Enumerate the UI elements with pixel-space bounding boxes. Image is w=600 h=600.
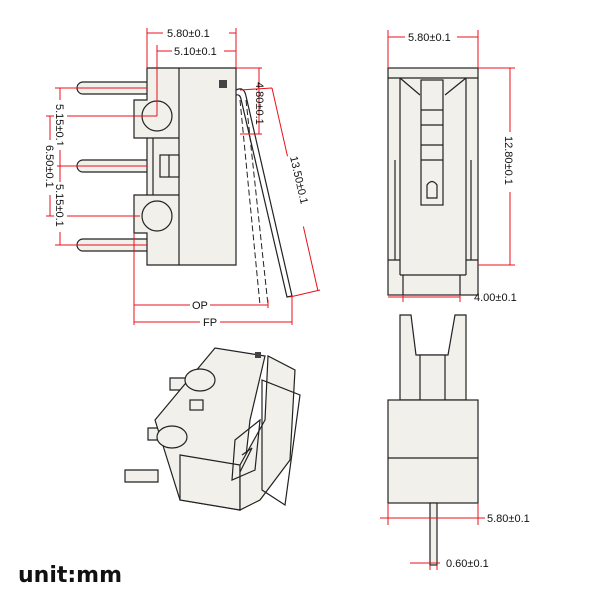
iso-body-front (179, 454, 241, 511)
bottom-view: 5.80±0.1 0.60±0.1 (380, 314, 530, 570)
dim-front-height: 12.80±0.1 (502, 136, 514, 185)
front-actuator (420, 79, 444, 206)
dim-front-bottom: 4.00±0.1 (474, 292, 517, 304)
bottom-pin (429, 502, 438, 566)
lever-pressed (239, 99, 269, 306)
dim-lever-offset: 4.80±0.1 (253, 82, 265, 125)
iso-actuator (231, 418, 261, 481)
dim-side-pin-offset: 5.10±0.1 (174, 46, 217, 58)
dim-pin-pitch-bottom: 5.15±0.1 (53, 184, 65, 227)
dim-pin-pitch-top: 5.15±0.1 (53, 104, 65, 147)
lever (235, 88, 293, 298)
hole-bottom (141, 200, 173, 232)
marker-icon (219, 80, 227, 88)
dim-pin-thickness: 0.60±0.1 (446, 558, 489, 570)
front-frame (399, 77, 467, 96)
iso-marker-icon (255, 352, 261, 358)
dim-pin-span: 6.50±0.1 (43, 145, 55, 188)
bottom-body (387, 399, 479, 504)
dim-bottom-width: 5.80±0.1 (487, 513, 530, 525)
front-lines (388, 77, 478, 295)
iso-window (189, 399, 204, 411)
dim-front-width: 5.80±0.1 (408, 32, 451, 44)
dim-fp: FP (203, 317, 217, 329)
front-actuator-lines (421, 109, 443, 199)
iso-hole-2 (156, 425, 188, 449)
iso-lever (261, 379, 301, 507)
bottom-plunger (419, 354, 446, 401)
side-view: 5.80±0.1 5.10±0.1 4.80±0.1 13.50±0.1 5.1… (43, 26, 321, 329)
side-body-lines (147, 68, 180, 265)
front-view: 5.80±0.1 12.80±0.1 4.00±0.1 (387, 30, 517, 304)
unit-label: unit:mm (18, 563, 122, 588)
iso-body-end (239, 355, 296, 511)
iso-pin-1 (124, 469, 159, 483)
dim-side-width: 5.80±0.1 (167, 28, 210, 40)
side-body (133, 67, 237, 266)
iso-hole-1 (184, 368, 216, 392)
iso-view (124, 347, 301, 511)
dim-op: OP (192, 300, 208, 312)
